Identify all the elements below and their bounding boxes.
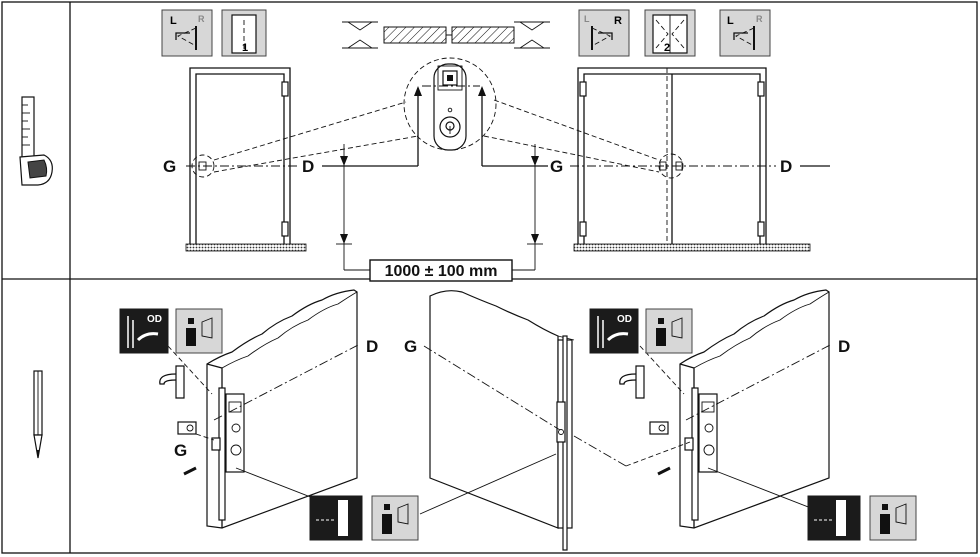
pencil-icon <box>33 370 43 459</box>
dimension-label: 1000 ± 100 mm <box>385 263 498 280</box>
od-handle-icon-right: OD <box>589 308 639 354</box>
left-g-line <box>195 433 215 441</box>
single-door-elevation <box>185 67 307 252</box>
label-d-top-left: D <box>302 157 314 176</box>
left-swing-icon: L R <box>161 9 213 57</box>
middle-door-slab <box>429 290 575 551</box>
swing-right-label-2: R <box>614 15 622 27</box>
left-door-slab <box>206 289 358 529</box>
double-door-elevation <box>573 67 811 252</box>
label-d-bottom-right: D <box>838 337 850 356</box>
left-d-line <box>213 343 361 421</box>
od-label-left: OD <box>147 314 162 325</box>
middle-leader <box>419 453 557 515</box>
lock-detail-icon-left <box>309 495 363 541</box>
info-icon-left-bottom <box>371 495 419 541</box>
left-hardware <box>159 365 197 476</box>
left-swing-icon-2: L R <box>719 9 771 57</box>
right-door-slab <box>679 289 830 529</box>
right-guide-line-1 <box>639 345 685 395</box>
od-handle-icon-left: OD <box>119 308 169 354</box>
double-door-icon: 2 <box>644 9 696 57</box>
label-g-bottom-left: G <box>174 441 187 460</box>
label-g-top-left: G <box>163 157 176 176</box>
left-guide-line-1 <box>167 345 213 395</box>
swing-left-label-2: L <box>584 14 590 24</box>
label-g-bottom-mid: G <box>404 337 417 356</box>
info-icon-right-bottom <box>869 495 917 541</box>
swing-left-label-3: L <box>727 15 734 27</box>
dimension-box <box>369 259 513 282</box>
swing-right-label: R <box>198 14 205 24</box>
swing-left-label: L <box>170 15 177 27</box>
lock-detail-icon-right <box>807 495 861 541</box>
right-hardware <box>619 365 671 476</box>
info-icon-left-top <box>175 308 223 354</box>
right-g-line-2 <box>625 441 691 467</box>
label-g-top-right: G <box>550 157 563 176</box>
swing-right-label-3: R <box>756 14 763 24</box>
height-arrows <box>414 86 486 166</box>
right-d-line <box>685 343 833 421</box>
label-d-bottom-left: D <box>366 337 378 356</box>
wall-section-detail <box>342 21 550 49</box>
tape-measure-icon <box>19 96 53 186</box>
dimension-lines <box>336 144 543 271</box>
lock-detail-zoom <box>213 57 660 173</box>
info-icon-right-top <box>645 308 693 354</box>
right-leader <box>707 467 817 511</box>
right-swing-icon: L R <box>578 9 630 57</box>
single-door-icon: 1 <box>221 9 267 57</box>
double-door-count: 2 <box>664 42 670 54</box>
label-d-top-right: D <box>780 157 792 176</box>
od-label-right: OD <box>617 314 632 325</box>
single-door-count: 1 <box>242 42 248 54</box>
right-g-line <box>573 435 627 467</box>
